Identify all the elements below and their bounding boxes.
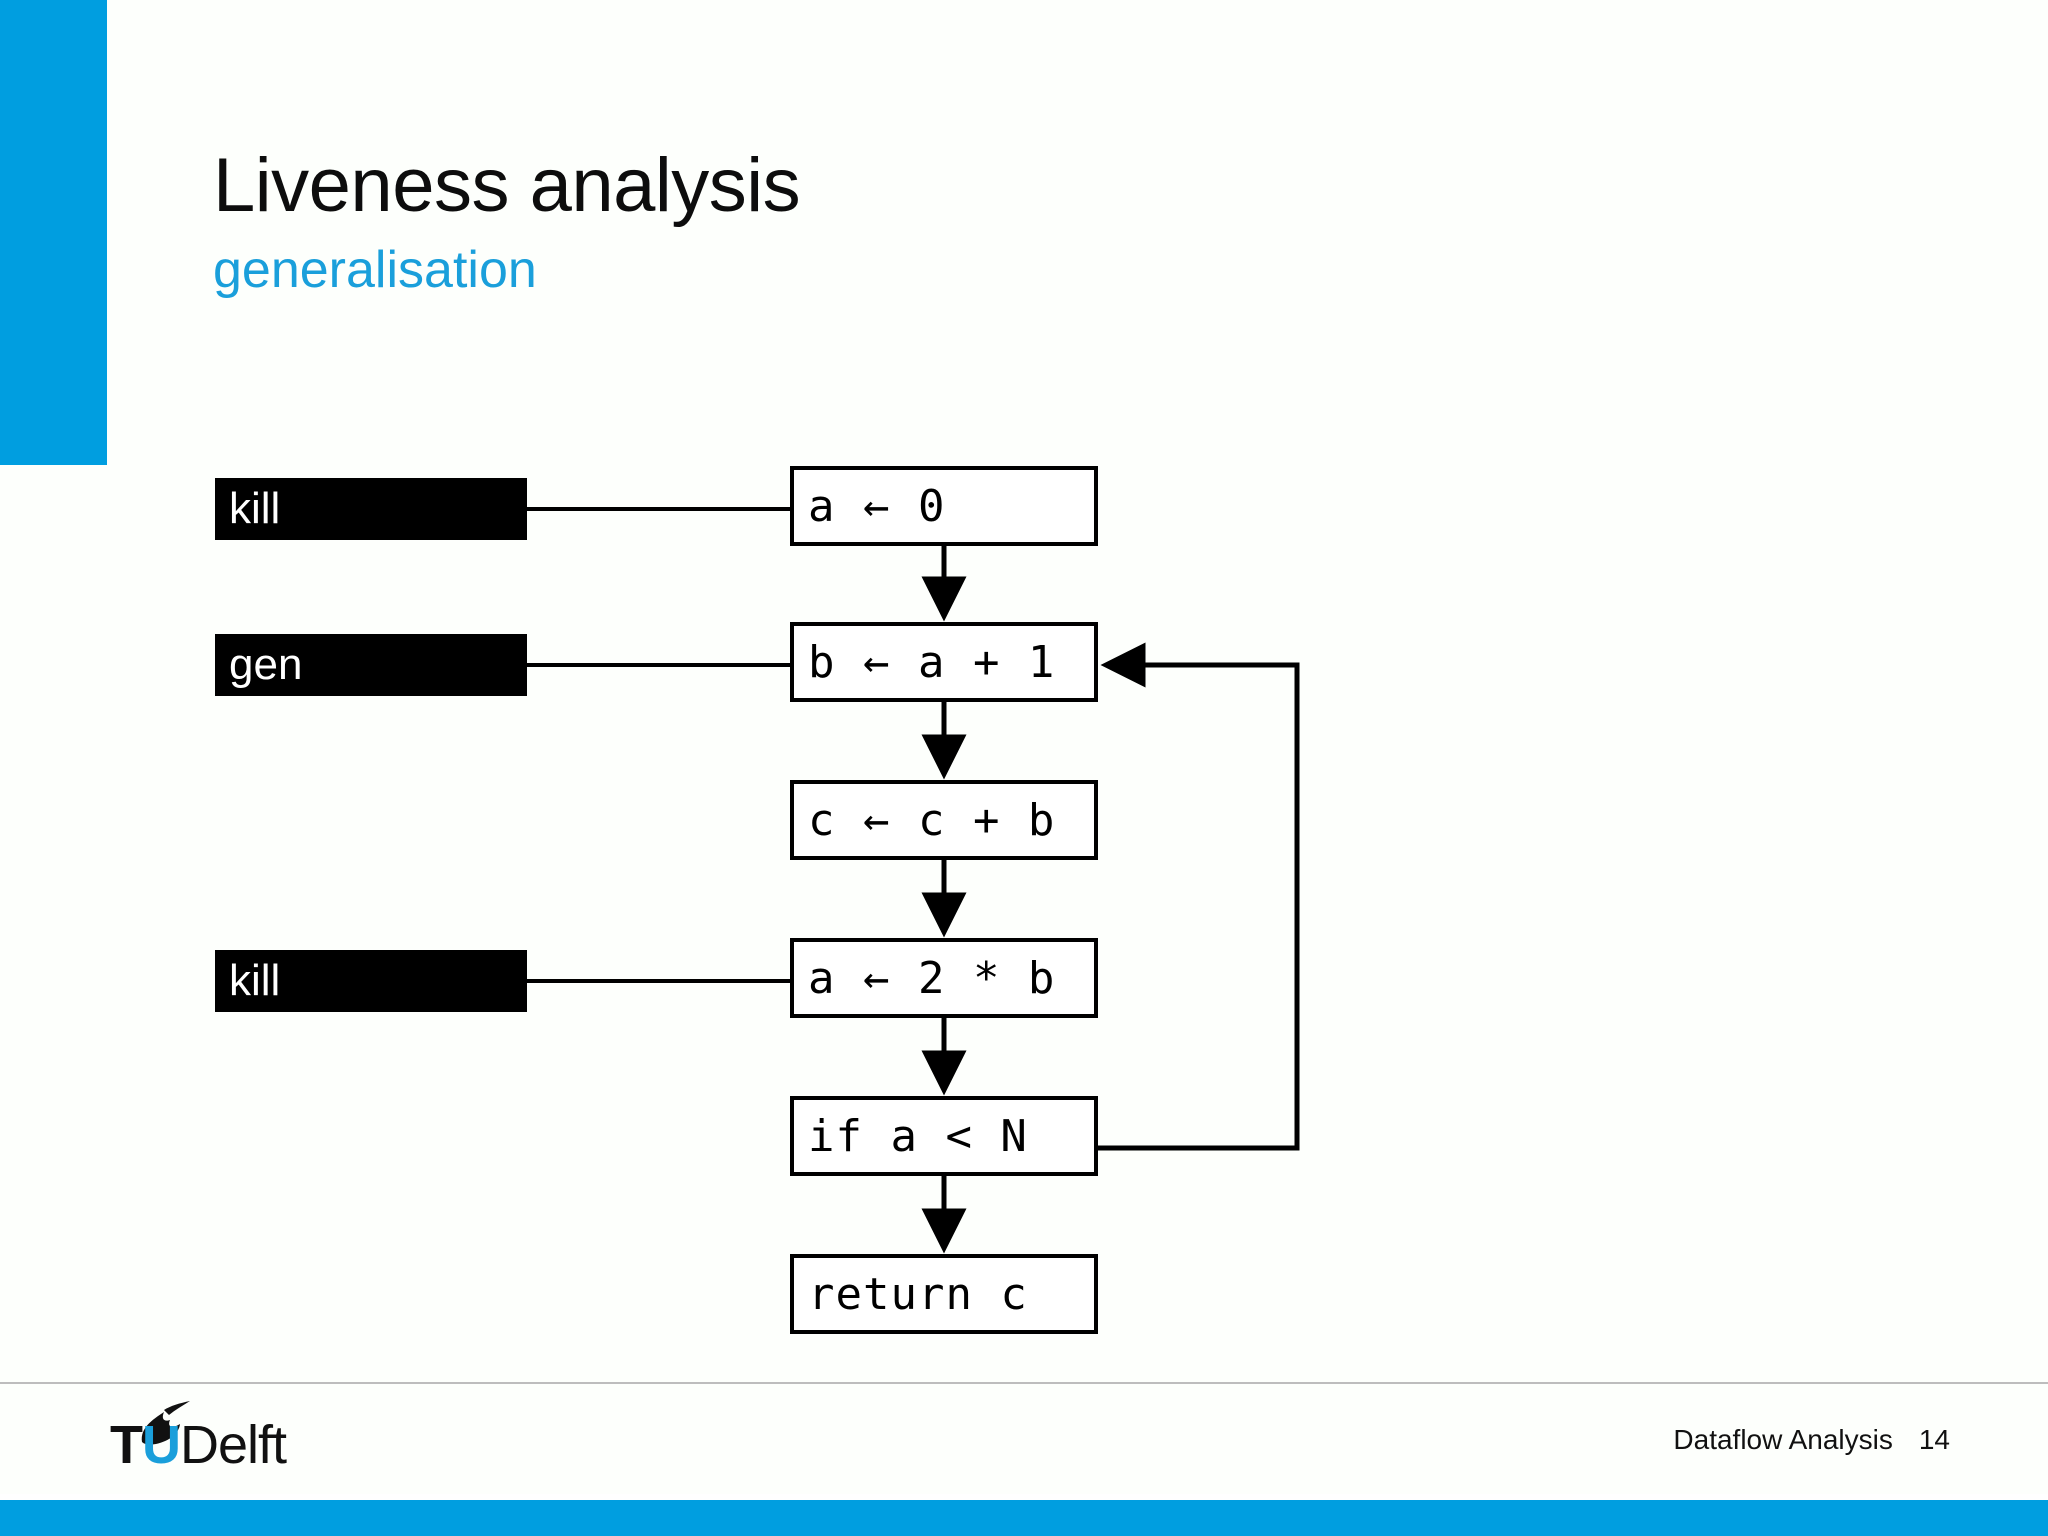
logo-letter-t: T [110, 1415, 143, 1475]
set-label-kill-1: kill [215, 478, 527, 540]
set-label-kill-2: kill [215, 950, 527, 1012]
flame-icon [141, 1401, 190, 1445]
footer-meta: Dataflow Analysis 14 [1673, 1424, 1950, 1456]
tudelft-logo-text: TUDelft [110, 1415, 287, 1475]
cfg-node-condition: if a < N [790, 1096, 1098, 1176]
cfg-node-assign-a-0: a ← 0 [790, 466, 1098, 546]
footer-band-blue [0, 1500, 2048, 1536]
footer-course-name: Dataflow Analysis [1673, 1424, 1893, 1455]
footer-band-white [0, 1494, 2048, 1500]
cfg-node-assign-b: b ← a + 1 [790, 622, 1098, 702]
logo-letter-u: U [142, 1415, 181, 1475]
set-label-text: kill [229, 956, 281, 1005]
logo-word-delft: Delft [180, 1415, 287, 1475]
set-label-text: kill [229, 484, 281, 533]
edge-loop-back [1098, 642, 1300, 1151]
footer-page-number: 14 [1918, 1424, 1950, 1455]
accent-bar-left [0, 0, 107, 465]
cfg-node-return: return c [790, 1254, 1098, 1334]
footer-divider [0, 1382, 2048, 1384]
tudelft-logo: TUDelft [110, 1401, 410, 1484]
page-title: Liveness analysis [213, 143, 801, 228]
cfg-node-assign-c: c ← c + b [790, 780, 1098, 860]
cfg-node-assign-a-2b: a ← 2 * b [790, 938, 1098, 1018]
page-subtitle: generalisation [213, 241, 537, 299]
set-label-text: gen [229, 640, 303, 689]
title-block: Liveness analysis generalisation [213, 143, 1713, 299]
set-label-gen: gen [215, 634, 527, 696]
